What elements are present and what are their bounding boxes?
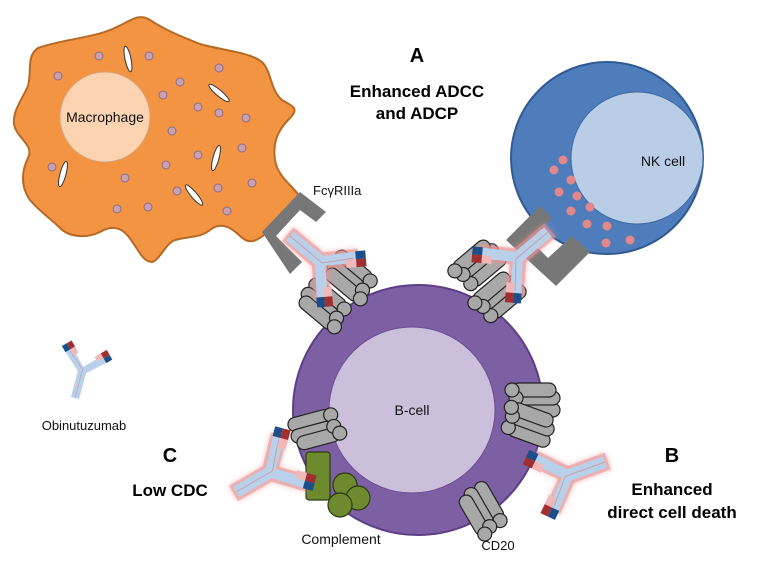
obinutuzumab-legend: Obinutuzumab: [42, 338, 127, 433]
fc-receptor-macrophage: [262, 192, 326, 274]
b-cell: B-cell: [292, 284, 544, 536]
complement-label-text: Complement: [301, 531, 380, 547]
panel-a-letter: A: [410, 45, 424, 67]
nk-cell: NK cell: [510, 61, 704, 255]
obinutuzumab-label: Obinutuzumab: [42, 418, 127, 433]
nk-cell-label: NK cell: [641, 153, 685, 169]
panel-a: A Enhanced ADCC and ADCP: [350, 45, 484, 123]
panel-b-letter: B: [665, 445, 679, 467]
panel-b: B Enhanced direct cell death: [607, 445, 736, 522]
panel-c: C Low CDC: [132, 445, 208, 500]
antibody-free-icon: [49, 338, 115, 406]
panel-c-letter: C: [163, 445, 177, 467]
fc-receptor-nk: [506, 206, 590, 286]
macrophage-label: Macrophage: [66, 109, 144, 125]
panel-b-line1: Enhanced: [631, 480, 712, 499]
panel-a-line1: Enhanced ADCC: [350, 82, 484, 101]
complement-complex: [305, 451, 371, 518]
panel-b-line2: direct cell death: [607, 503, 736, 522]
macrophage-vesicles: [58, 45, 230, 206]
panel-a-line2: and ADCP: [376, 104, 459, 123]
b-cell-label: B-cell: [394, 402, 429, 418]
macrophage-granules: [47, 51, 257, 216]
nk-granules: [549, 155, 635, 248]
panel-c-line1: Low CDC: [132, 481, 208, 500]
macrophage-cell: Macrophage: [12, 16, 302, 264]
cd20-label: CD20: [481, 538, 514, 553]
nk-cell-nucleus: [570, 91, 704, 225]
macrophage-nucleus: [59, 71, 151, 163]
fc-receptor-label: FcγRIIIa: [313, 183, 362, 198]
macrophage-body: [12, 16, 302, 264]
